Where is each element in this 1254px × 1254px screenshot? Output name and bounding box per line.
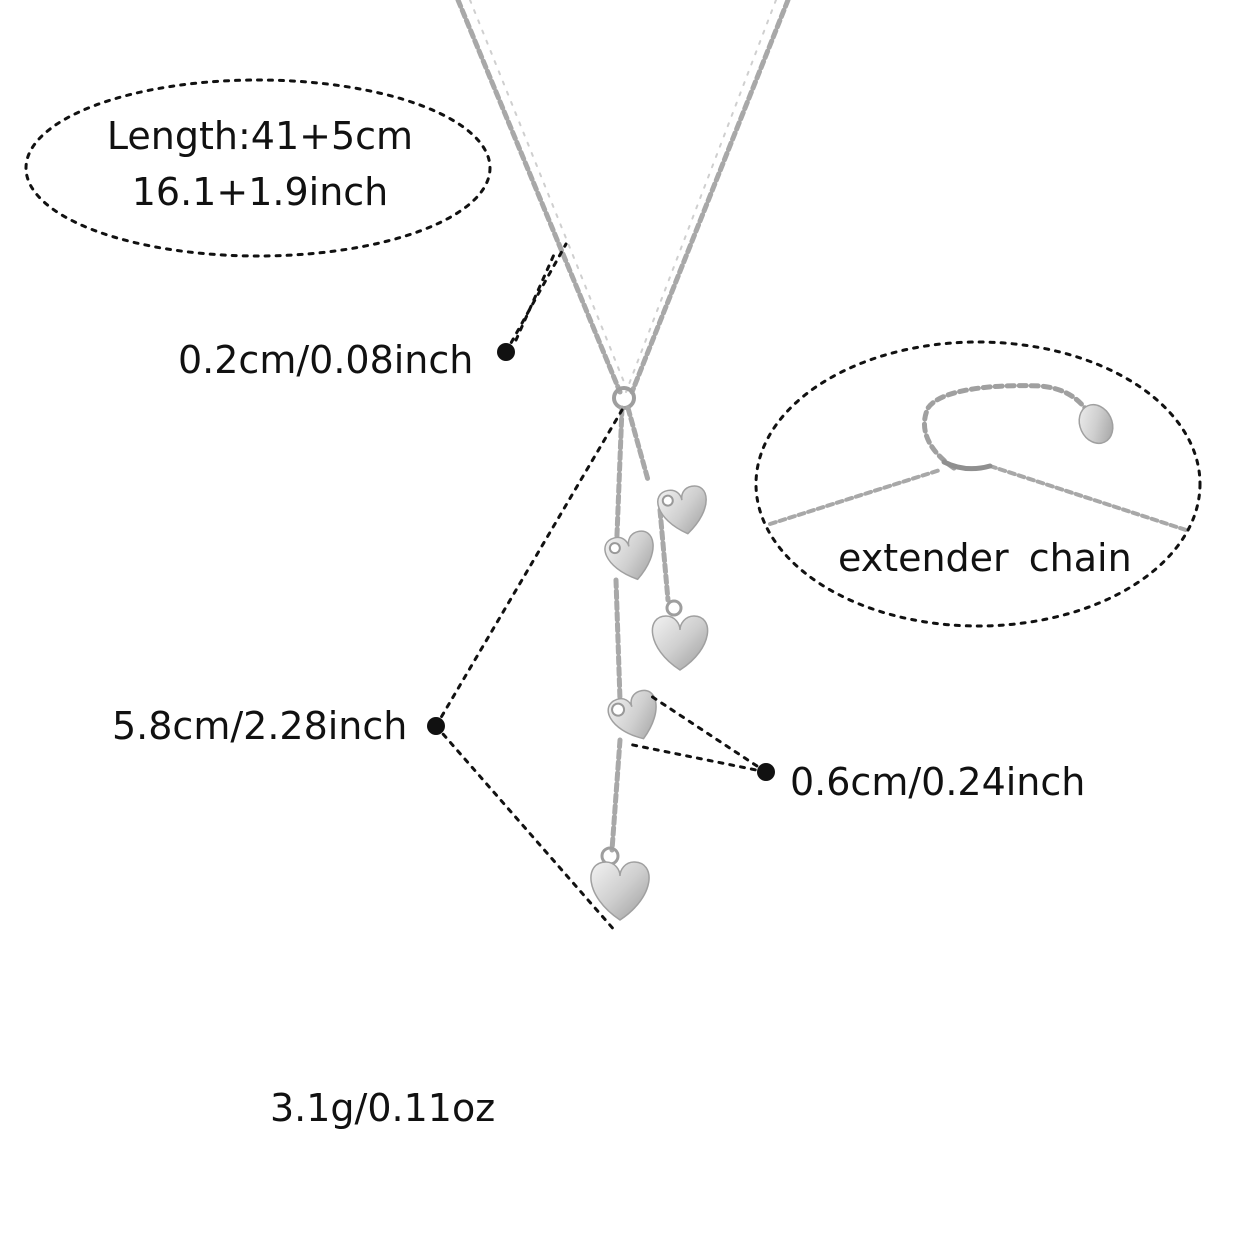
- annotation-lines: [24, 78, 1202, 934]
- length-label: Length:41+5cm 16.1+1.9inch: [0, 108, 520, 220]
- heart-charms: [590, 485, 709, 921]
- weight-label: 3.1g/0.11oz: [270, 1086, 496, 1130]
- charm-size-label: 0.6cm/0.24inch: [790, 760, 1086, 804]
- pendant-strands: [609, 405, 671, 853]
- connector-ring: [612, 386, 636, 410]
- length-metric: Length:41+5cm: [106, 114, 414, 158]
- extender-chain-image: [768, 383, 1188, 532]
- chain-thickness-label: 0.2cm/0.08inch: [178, 338, 474, 382]
- pendant-drop-label: 5.8cm/2.28inch: [112, 704, 408, 748]
- necklace-chain: [455, 0, 791, 395]
- length-imperial: 16.1+1.9inch: [131, 170, 389, 214]
- extender-chain-label: extender chain: [838, 536, 1132, 580]
- annotation-dots: [427, 343, 775, 781]
